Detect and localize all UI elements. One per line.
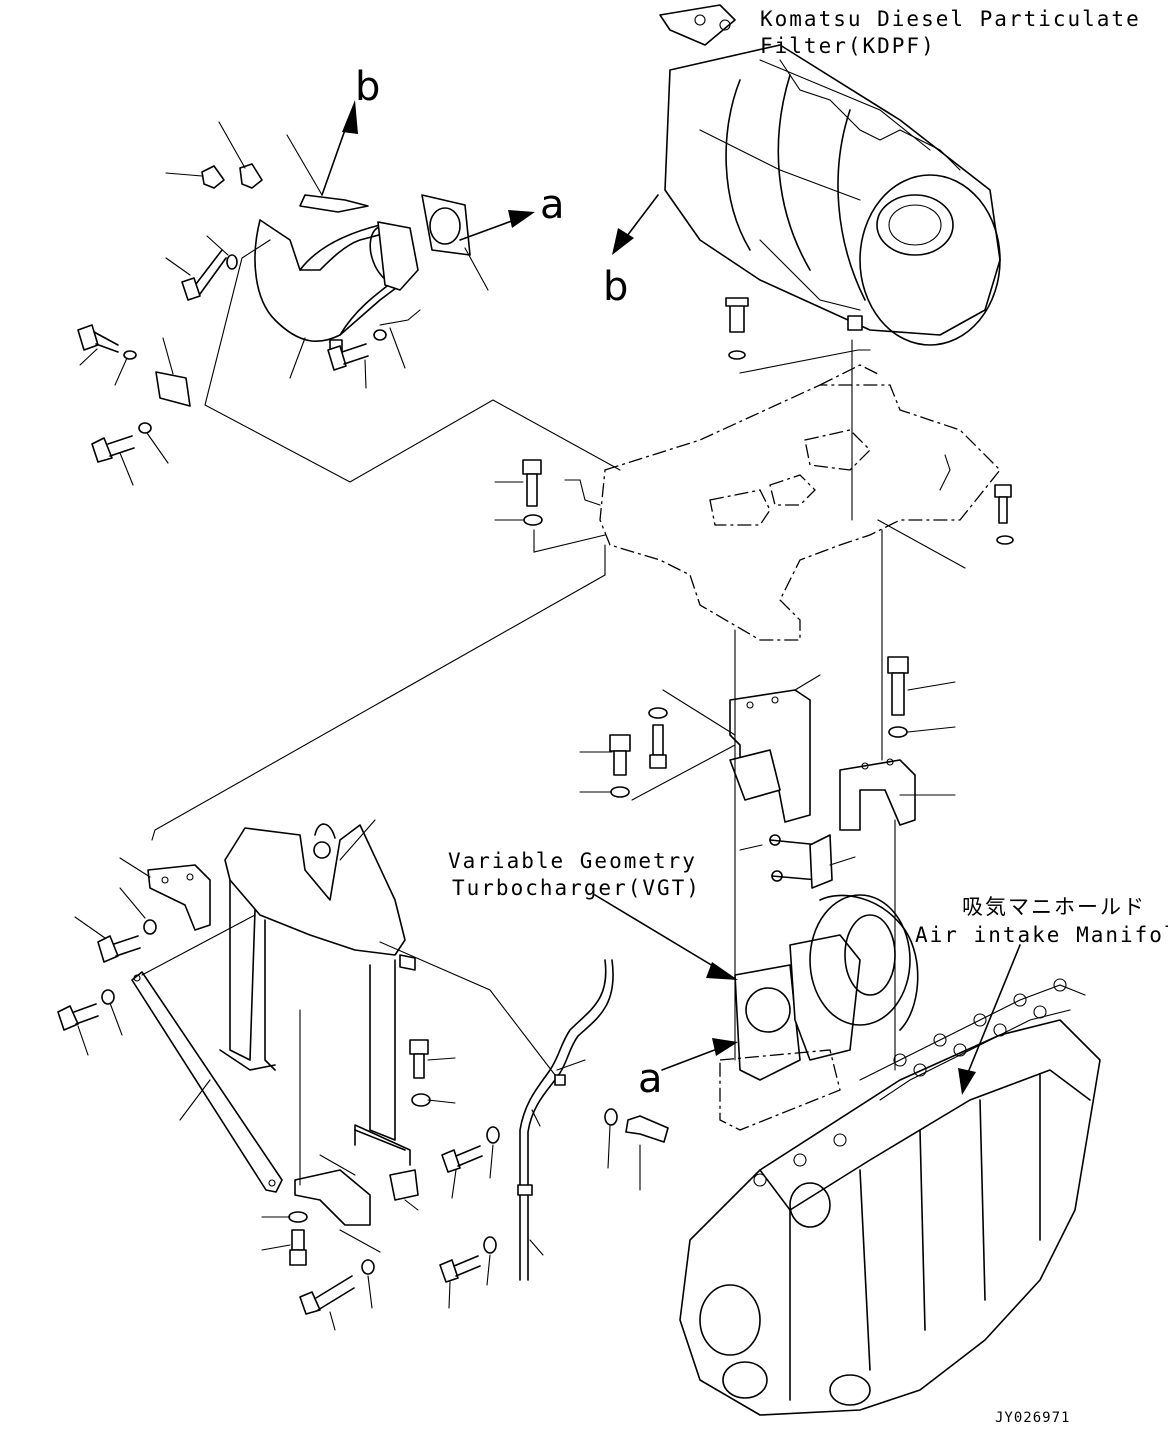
center-bracket (729, 689, 811, 823)
right-bracket (839, 758, 916, 831)
text-labels: Komatsu Diesel Particulate Filter(KDPF) … (355, 7, 1168, 1426)
mounting-plate (564, 364, 1001, 641)
marker-b-top: b (355, 64, 380, 110)
fasteners (57, 163, 1014, 1315)
lower-bracket (294, 1169, 419, 1226)
intake-label-english: Air intake Manifold (915, 923, 1168, 947)
intake-label-japanese: 吸気マニホールド (962, 895, 1146, 919)
exhaust-elbow (254, 194, 471, 353)
marker-a-vgt: a (638, 1056, 663, 1102)
engine-block (679, 978, 1101, 1416)
marker-a-top: a (540, 182, 565, 228)
clamp-strap (769, 834, 833, 889)
pipe-line (517, 959, 614, 1281)
leader-lines (74, 121, 966, 1331)
direction-arrows (321, 100, 1021, 1095)
vgt-label-line1: Variable Geometry (448, 849, 697, 873)
vgt-label-line2: Turbocharger(VGT) (452, 876, 701, 900)
support-frame (219, 823, 416, 1166)
kdpf-label-line2: Filter(KDPF) (760, 34, 936, 58)
marker-b-kdpf: b (603, 264, 628, 310)
kdpf-assembly (659, 4, 1001, 360)
drawing-code: JY026971 (995, 1410, 1070, 1426)
brace-bar (131, 971, 283, 1193)
vgt-turbocharger (719, 894, 919, 1131)
kdpf-label-line1: Komatsu Diesel Particulate (760, 7, 1141, 31)
bracket-small (147, 864, 211, 931)
